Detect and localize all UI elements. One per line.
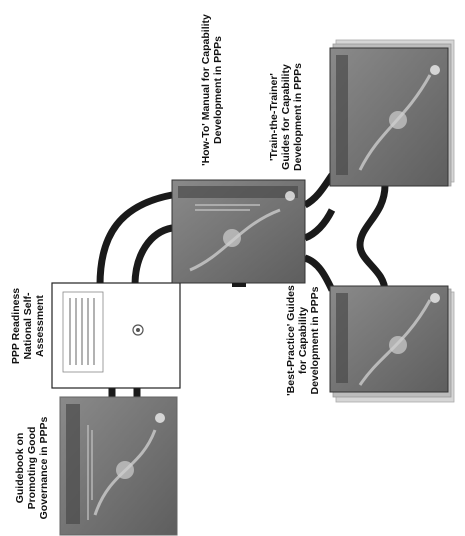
connectors bbox=[96, 172, 389, 408]
caption-readiness-line-1: PPP Readiness bbox=[10, 287, 22, 365]
connector-howto-train-2 bbox=[303, 208, 336, 242]
caption-train: 'Train-the-Trainer' Guides for Capabilit… bbox=[268, 52, 304, 182]
connector-train-best bbox=[356, 184, 389, 293]
book-howto bbox=[171, 179, 306, 287]
caption-bestpractice-line-2: for Capability bbox=[297, 306, 309, 375]
caption-guidebook-line-2: Promoting Good bbox=[26, 426, 38, 510]
caption-train-line-2: Guides for Capability bbox=[280, 64, 292, 170]
connector-readiness-howto-2 bbox=[131, 224, 173, 286]
caption-readiness-line-3: Assessment bbox=[34, 295, 46, 357]
caption-train-line-3: Development in PPPs bbox=[292, 63, 304, 171]
caption-bestpractice-line-3: Development in PPPs bbox=[309, 286, 321, 395]
emblem-icon bbox=[132, 324, 144, 336]
book-bestpractice bbox=[329, 285, 455, 403]
caption-howto: 'How-To' Manual for Capability Developme… bbox=[200, 4, 224, 176]
caption-guidebook-line-1: Guidebook on bbox=[14, 432, 26, 504]
caption-readiness-line-2: National Self- bbox=[22, 292, 34, 360]
caption-howto-line-1: 'How-To' Manual for Capability bbox=[200, 14, 212, 166]
book-train bbox=[329, 39, 455, 187]
connector-howto-train-1 bbox=[303, 172, 335, 209]
caption-train-line-1: 'Train-the-Trainer' bbox=[268, 73, 280, 161]
caption-bestpractice-line-1: 'Best-Practice' Guides bbox=[285, 285, 297, 396]
caption-howto-line-2: Development in PPPs bbox=[212, 36, 224, 144]
caption-guidebook: Guidebook on Promoting Good Governance i… bbox=[14, 404, 50, 532]
caption-readiness: PPP Readiness National Self- Assessment bbox=[10, 270, 46, 382]
book-guidebook bbox=[59, 396, 178, 536]
connector-readiness-howto-1 bbox=[96, 191, 173, 286]
caption-bestpractice: 'Best-Practice' Guides for Capability De… bbox=[285, 273, 321, 408]
book-readiness bbox=[51, 282, 181, 389]
caption-guidebook-line-3: Governance in PPPs bbox=[38, 416, 50, 520]
